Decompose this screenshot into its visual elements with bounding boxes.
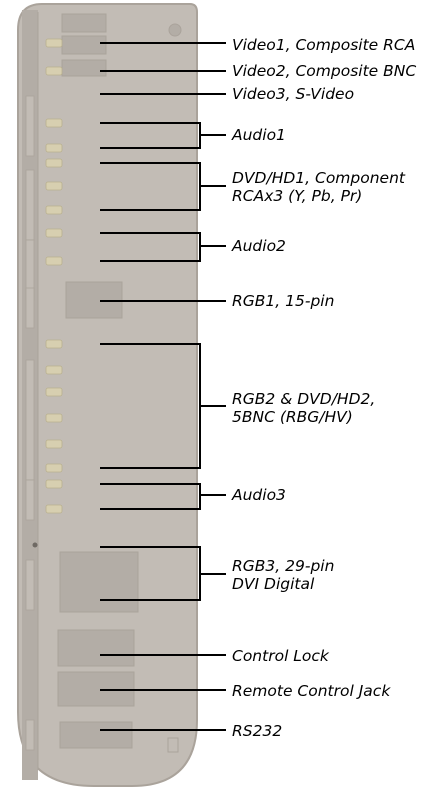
jack-16: [45, 479, 63, 489]
label-audio2: Audio2: [231, 237, 286, 255]
label-dvd-hd1-line2: RCAx3 (Y, Pb, Pr): [232, 187, 362, 205]
jack-8: [45, 228, 63, 238]
rgb3-plate: [59, 551, 139, 613]
audio3-bracket: [100, 483, 226, 510]
label-rs232: RS232: [232, 722, 282, 740]
label-video1: Video1, Composite RCA: [232, 36, 415, 54]
label-rgb3-line2: DVI Digital: [232, 575, 315, 593]
label-video2-line1: Video2, Composite BNC: [232, 62, 416, 80]
jack-6: [45, 181, 63, 191]
side-tabs-group: [25, 95, 35, 751]
video-section-plate: [61, 13, 107, 33]
side-tab-2: [25, 169, 35, 241]
label-dvd-hd1: DVD/HD1, Component RCAx3 (Y, Pb, Pr): [232, 169, 410, 205]
jack-4: [45, 143, 63, 153]
jack-2: [45, 66, 63, 76]
rs232-plate: [59, 721, 133, 749]
audio2-bracket: [100, 232, 226, 262]
jack-3: [45, 118, 63, 128]
panel-bottom-label: [167, 737, 179, 753]
label-audio2-line1: Audio2: [231, 237, 286, 255]
jack-17: [45, 504, 63, 514]
labels-group: Video1, Composite RCA Video2, Composite …: [231, 36, 416, 740]
control-lock-plate: [57, 629, 135, 667]
panel-body: [17, 3, 198, 787]
jack-14: [45, 439, 63, 449]
label-video1-line1: Video1, Composite RCA: [232, 36, 415, 54]
side-tab-5: [25, 359, 35, 481]
label-rgb2-line1: RGB2 & DVD/HD2,: [232, 390, 375, 408]
label-dvd-hd1-line1: DVD/HD1, Component: [232, 169, 406, 187]
label-remote-jack: Remote Control Jack: [232, 682, 391, 700]
label-rgb2-line2: 5BNC (RBG/HV): [232, 408, 353, 426]
video2-section-plate: [61, 35, 107, 55]
label-rgb1: RGB1, 15-pin: [232, 292, 334, 310]
side-tab-7: [25, 559, 35, 611]
label-rgb1-line1: RGB1, 15-pin: [232, 292, 334, 310]
audio1-bracket: [100, 122, 226, 149]
label-control-lock: Control Lock: [232, 647, 330, 665]
label-audio1: Audio1: [231, 126, 286, 144]
jack-7: [45, 205, 63, 215]
jack-15: [45, 463, 63, 473]
connector-lines: [100, 42, 226, 731]
side-tab-1: [25, 95, 35, 157]
panel-screw: [168, 23, 182, 37]
jack-11: [45, 365, 63, 375]
rgb3-bracket: [100, 546, 226, 601]
side-tab-6: [25, 479, 35, 521]
label-audio1-line1: Audio1: [231, 126, 286, 144]
label-video3: Video3, S-Video: [232, 85, 354, 103]
jack-9: [45, 256, 63, 266]
jack-10: [45, 339, 63, 349]
rgb2-bracket: [100, 343, 226, 469]
jack-1: [45, 38, 63, 48]
jack-5: [45, 158, 63, 168]
label-rgb3-line1: RGB3, 29-pin: [232, 557, 334, 575]
jacks-group: [45, 38, 63, 514]
label-rgb2: RGB2 & DVD/HD2, 5BNC (RBG/HV): [232, 390, 380, 426]
connector-panel: [17, 3, 198, 787]
label-rgb3: RGB3, 29-pin DVI Digital: [232, 557, 339, 593]
label-video2: Video2, Composite BNC: [232, 62, 416, 80]
label-remote-jack-line1: Remote Control Jack: [232, 682, 391, 700]
panel-hole: [32, 542, 38, 548]
dvd-hd1-bracket: [100, 162, 226, 211]
label-audio3-line1: Audio3: [231, 486, 286, 504]
side-tab-8: [25, 719, 35, 751]
svideo-section-plate: [61, 59, 107, 77]
label-audio3: Audio3: [231, 486, 286, 504]
side-tab-4: [25, 287, 35, 329]
jack-12: [45, 387, 63, 397]
jack-13: [45, 413, 63, 423]
label-video3-line1: Video3, S-Video: [232, 85, 354, 103]
label-rs232-line1: RS232: [232, 722, 282, 740]
label-control-lock-line1: Control Lock: [232, 647, 330, 665]
